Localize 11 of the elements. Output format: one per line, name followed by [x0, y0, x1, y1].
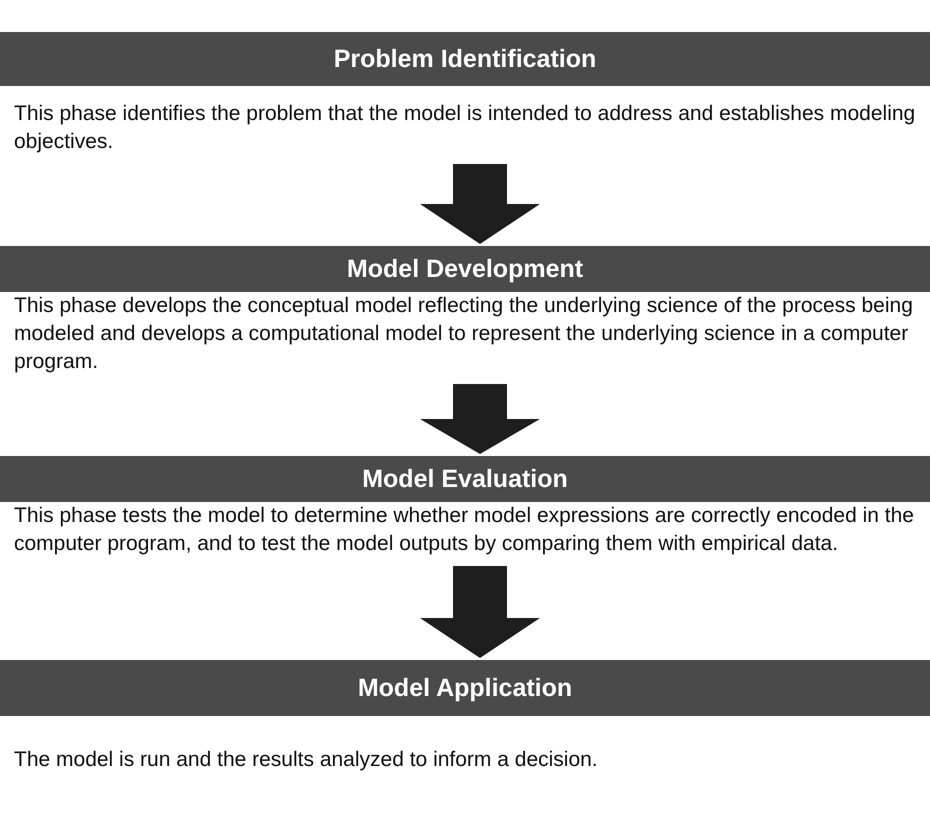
phase-title: Problem Identification [334, 44, 596, 74]
phase-title: Model Development [346, 254, 584, 284]
down-arrow [420, 164, 540, 244]
phase-description: This phase develops the conceptual model reflecting the underlying science of the process being modeled and develops a computational model to represent the underlying science in a computer program. [13, 293, 914, 375]
phase-title: Model Application [358, 674, 572, 702]
down-arrow [420, 384, 540, 454]
phase-description: This phase tests the model to determine whether model expressions are correctly encoded in the computer program, and to test the model outputs by comparing them with empirical data. [13, 503, 915, 557]
phase-description: The model is run and the results analyzed to inform a decision. [13, 747, 599, 773]
phase-title: Model Evaluation [362, 464, 568, 494]
down-arrow [420, 566, 540, 658]
phase-description: This phase identifies the problem that the model is intended to address and establishes modeling objectives. [13, 101, 916, 155]
